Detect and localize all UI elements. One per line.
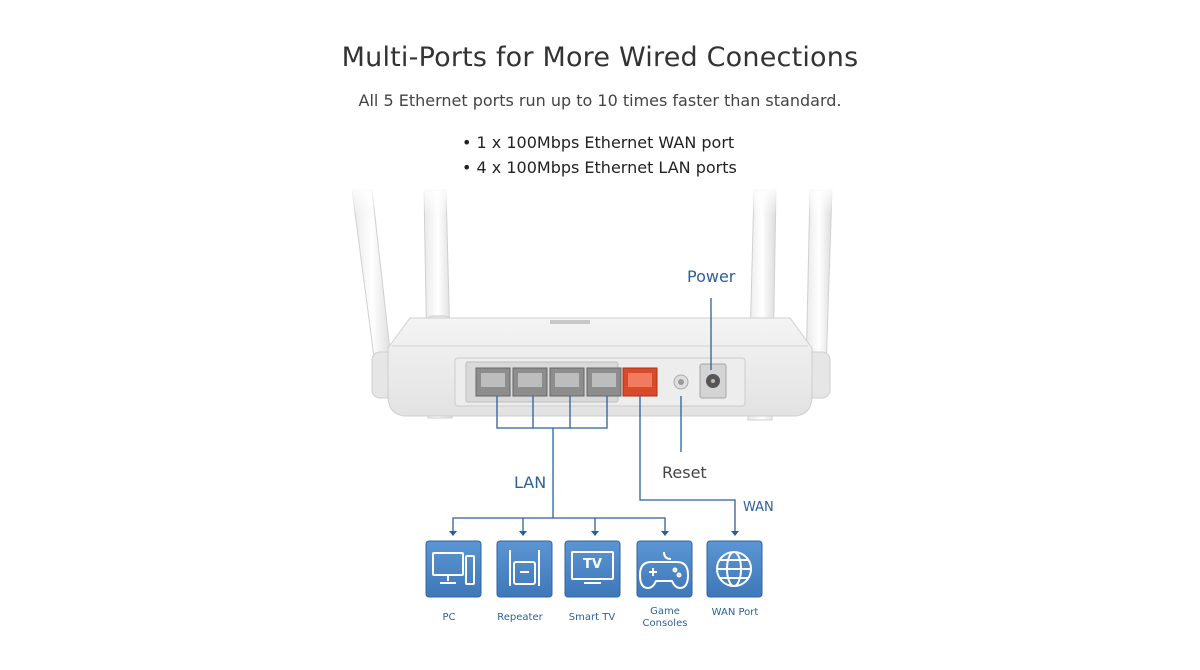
device-tile-smart-tv [564,540,621,598]
globe-icon [716,551,752,587]
device-tile-wan-port [706,540,763,598]
device-label-smart-tv: Smart TV [568,612,616,623]
repeater-icon [509,550,540,586]
lan-label: LAN [514,473,547,492]
smart-tv-icon [571,551,614,584]
wan-label: WAN [743,500,774,515]
device-label-pc: PC [442,612,456,623]
device-tile-repeater [496,540,553,598]
connection-lines [452,298,736,531]
gamepad-icon [638,551,690,590]
page-title: Multi-Ports for More Wired Conections [341,42,859,73]
router-body [387,317,813,417]
page-subtitle: All 5 Ethernet ports run up to 10 times … [358,91,842,110]
connection-arrowheads [449,531,739,536]
reset-label: Reset [662,463,707,482]
bullet-wan-port: • 1 x 100Mbps Ethernet WAN port [462,133,735,152]
smart-tv-screen-text: TV [583,557,602,572]
device-label-wan-port: WAN Port [711,607,759,618]
device-tile-pc [425,540,482,598]
bullet-lan-ports: • 4 x 100Mbps Ethernet LAN ports [462,158,737,177]
port-bullet-list: • 1 x 100Mbps Ethernet WAN port • 4 x 10… [462,130,737,180]
device-tile-game-consoles [636,540,693,598]
device-label-game-consoles: Game Consoles [642,606,688,629]
power-label: Power [687,267,736,286]
device-label-repeater: Repeater [497,612,543,623]
pc-icon [432,552,475,585]
